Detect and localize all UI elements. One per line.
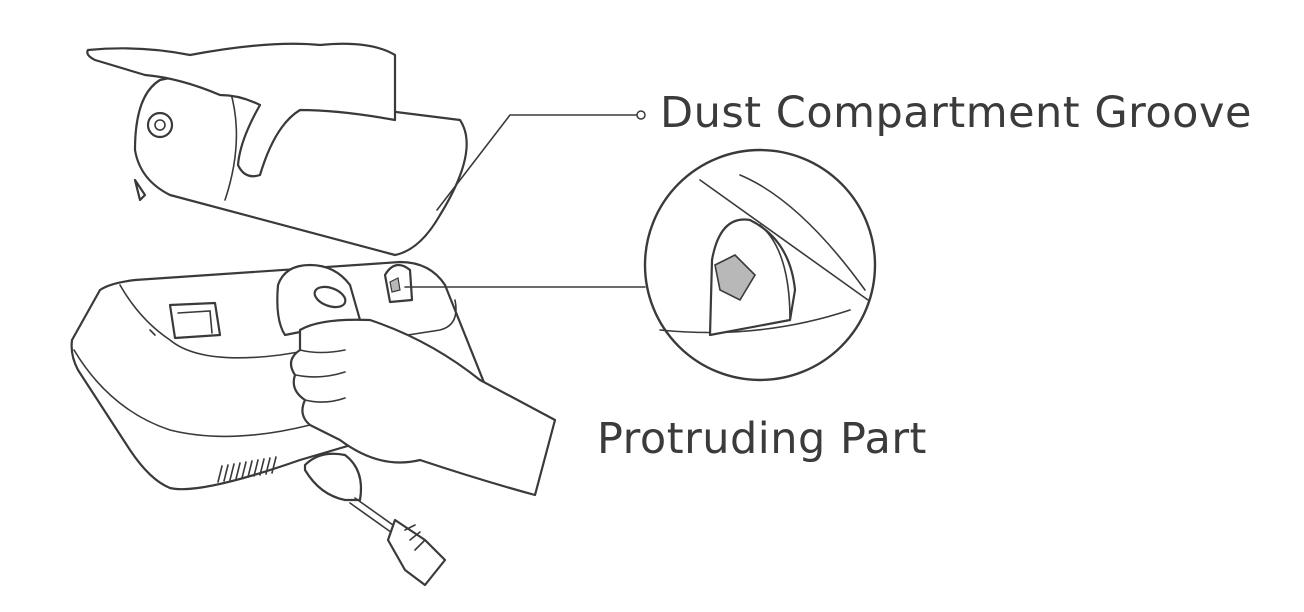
label-dust-compartment-groove: Dust Compartment Groove (660, 88, 1252, 138)
vent-grille (217, 456, 277, 483)
protrusion (389, 277, 401, 293)
right-hand (289, 318, 557, 497)
detail-magnifier (643, 148, 877, 382)
cable-holder (303, 452, 363, 502)
power-plug-icon (386, 518, 447, 587)
top-hand (86, 42, 397, 178)
leader-line-groove (436, 114, 638, 211)
protrusion-detail (714, 254, 757, 302)
power-button (313, 285, 347, 309)
label-protruding-part: Protruding Part (597, 414, 927, 464)
leader-dot (636, 110, 646, 120)
